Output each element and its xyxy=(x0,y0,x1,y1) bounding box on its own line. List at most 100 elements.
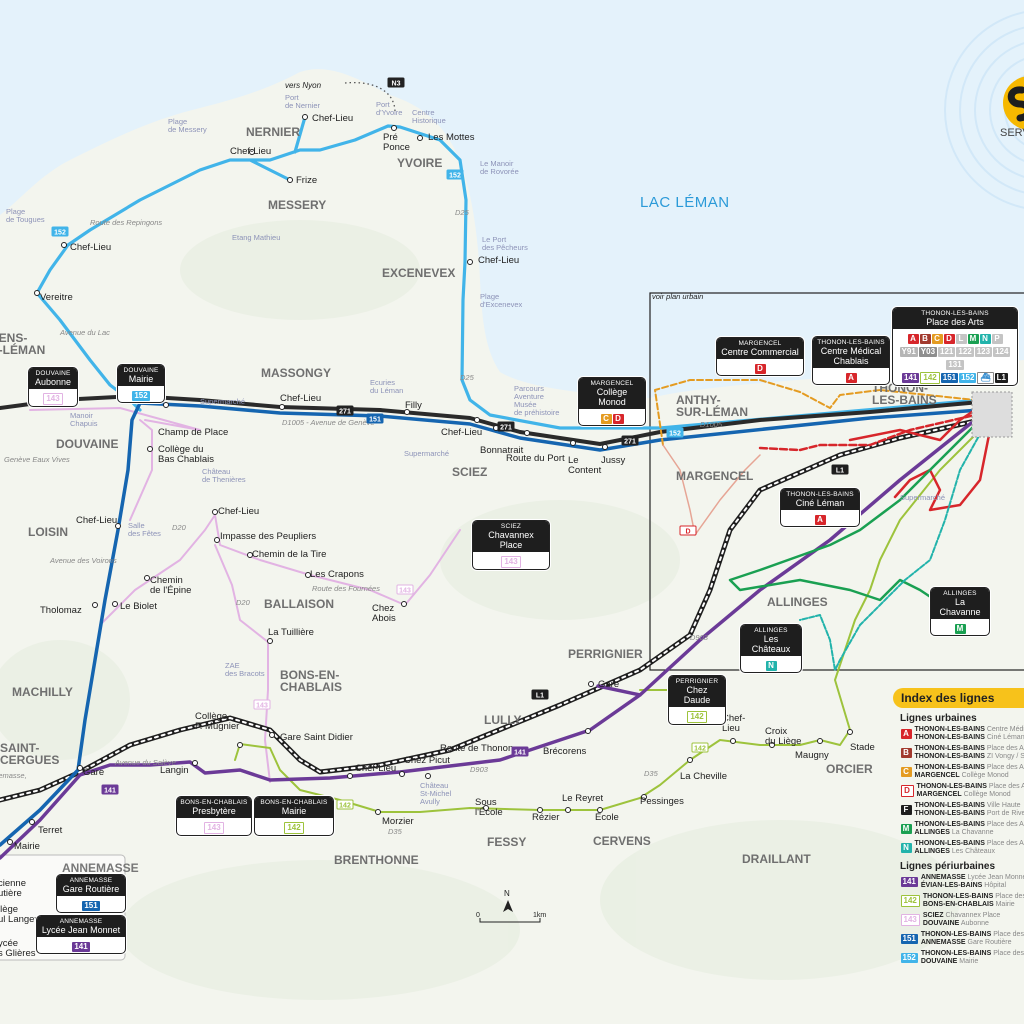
line-badge-131[interactable]: 131 xyxy=(946,360,964,370)
stop-marker[interactable] xyxy=(602,444,608,450)
line-badge-143[interactable]: 143 xyxy=(204,822,224,834)
stop-marker[interactable] xyxy=(147,446,153,452)
stop-marker[interactable] xyxy=(287,177,293,183)
line-badge-l[interactable]: L xyxy=(955,334,967,344)
line-badge-122[interactable]: 122 xyxy=(956,347,974,357)
stop-marker[interactable] xyxy=(641,794,647,800)
stop-marker[interactable] xyxy=(588,681,594,687)
stop-marker[interactable] xyxy=(112,601,118,607)
stop-marker[interactable] xyxy=(847,729,853,735)
stop-marker[interactable] xyxy=(92,602,98,608)
line-badge-y91[interactable]: Y91 xyxy=(899,347,918,357)
stop-marker[interactable] xyxy=(305,572,311,578)
stop-marker[interactable] xyxy=(247,552,253,558)
stop-marker[interactable] xyxy=(474,417,480,423)
stop-marker[interactable] xyxy=(144,575,150,581)
line-badge-l1[interactable]: L1 xyxy=(994,373,1008,383)
urban-inset-frame[interactable] xyxy=(649,292,1024,671)
line-badge-m[interactable]: M xyxy=(967,334,979,344)
stop-marker[interactable] xyxy=(192,760,198,766)
line-badge-c[interactable]: C xyxy=(900,767,912,777)
stop-marker[interactable] xyxy=(7,839,13,845)
boat-icon[interactable]: ⛴ xyxy=(977,372,994,384)
line-badge-f[interactable]: F xyxy=(900,805,912,815)
stop-marker[interactable] xyxy=(214,537,220,543)
stop-marker[interactable] xyxy=(391,125,397,131)
line-badge-152[interactable]: 152 xyxy=(959,373,977,383)
stop-marker[interactable] xyxy=(730,738,736,744)
line-badge-a[interactable]: A xyxy=(907,334,919,344)
line-badge-143[interactable]: 143 xyxy=(43,393,63,405)
stop-marker[interactable] xyxy=(29,819,35,825)
stop-marker[interactable] xyxy=(585,728,591,734)
line-badge-b[interactable]: B xyxy=(900,748,912,758)
line-badge-143[interactable]: 143 xyxy=(501,556,521,568)
line-badge-142[interactable]: 142 xyxy=(687,711,707,723)
stop-marker[interactable] xyxy=(163,402,169,408)
stop-marker[interactable] xyxy=(687,757,693,763)
line-badge-a[interactable]: A xyxy=(900,729,912,739)
stop-marker[interactable] xyxy=(565,807,571,813)
stop-marker[interactable] xyxy=(570,440,576,446)
line-badge-m[interactable]: M xyxy=(900,824,912,834)
line-badge-141[interactable]: 141 xyxy=(902,373,920,383)
line-badge-d[interactable]: D xyxy=(612,414,624,424)
stop-marker[interactable] xyxy=(237,742,243,748)
line-badge-n[interactable]: N xyxy=(765,661,777,671)
line-badge-p[interactable]: P xyxy=(991,334,1003,344)
line-badge-141[interactable]: 141 xyxy=(72,942,90,952)
line-badge-152[interactable]: 152 xyxy=(132,391,150,401)
stop-marker[interactable] xyxy=(597,807,603,813)
stop-marker[interactable] xyxy=(34,290,40,296)
line-badge-a[interactable]: A xyxy=(845,373,857,383)
stop-marker[interactable] xyxy=(77,765,83,771)
line-badge-n[interactable]: N xyxy=(900,843,912,853)
line-badge-d[interactable]: D xyxy=(900,785,914,797)
stop-marker[interactable] xyxy=(467,259,473,265)
line-badge-c[interactable]: C xyxy=(600,414,612,424)
thonon-hub[interactable] xyxy=(971,391,1013,438)
stop-marker[interactable] xyxy=(401,601,407,607)
line-badge-124[interactable]: 124 xyxy=(993,347,1011,357)
stop-marker[interactable] xyxy=(115,523,121,529)
stop-marker[interactable] xyxy=(769,742,775,748)
stop-marker[interactable] xyxy=(817,738,823,744)
line-badge-123[interactable]: 123 xyxy=(974,347,993,357)
line-badge-151[interactable]: 151 xyxy=(940,373,959,383)
stop-marker[interactable] xyxy=(483,805,489,811)
stop-marker[interactable] xyxy=(425,773,431,779)
stop-marker[interactable] xyxy=(375,809,381,815)
stop-marker[interactable] xyxy=(249,149,255,155)
line-badge-d[interactable]: D xyxy=(943,334,955,344)
line-badge-b[interactable]: B xyxy=(919,334,931,344)
stop-marker[interactable] xyxy=(267,638,273,644)
stop-marker[interactable] xyxy=(404,409,410,415)
stop-marker[interactable] xyxy=(524,430,530,436)
line-badge-142[interactable]: 142 xyxy=(284,822,304,834)
stop-marker[interactable] xyxy=(212,509,218,515)
line-badge-143[interactable]: 143 xyxy=(900,914,920,926)
stop-marker[interactable] xyxy=(417,135,423,141)
stop-marker[interactable] xyxy=(537,807,543,813)
line-badge-142[interactable]: 142 xyxy=(900,895,920,907)
line-badge-m[interactable]: M xyxy=(954,624,966,634)
line-badge-y03[interactable]: Y03 xyxy=(918,347,938,357)
line-badge-c[interactable]: C xyxy=(931,334,943,344)
line-badge-151[interactable]: 151 xyxy=(900,934,918,944)
line-badge-142[interactable]: 142 xyxy=(920,372,940,384)
stop-marker[interactable] xyxy=(347,773,353,779)
